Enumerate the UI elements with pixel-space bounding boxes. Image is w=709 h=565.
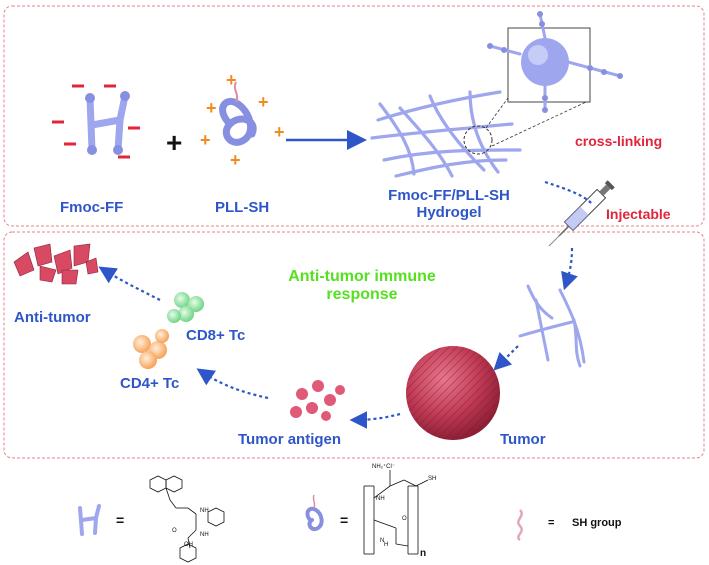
fmoc-ff-label: Fmoc-FF: [60, 199, 124, 216]
bottom-panel: [3, 231, 705, 459]
fmoc-ff-structure-labels: NH NH O OH: [172, 508, 209, 548]
tumor-fragments-icon: [13, 243, 99, 285]
svg-text:+: +: [274, 122, 285, 142]
antigen-icon: [290, 380, 345, 421]
svg-text:O: O: [402, 516, 407, 522]
svg-text:NH: NH: [200, 532, 209, 538]
svg-text:NH: NH: [376, 496, 385, 502]
anti-tumor-label: Anti-tumor: [14, 309, 91, 326]
cd4-t-cell-icon: [133, 329, 169, 369]
svg-text:NH: NH: [200, 508, 209, 514]
tumor-to-antigen-arrow: [349, 411, 401, 429]
legend-equals-1: =: [116, 512, 125, 528]
cd8-t-cell-icon: [167, 292, 204, 323]
hydrogel-label: Fmoc-FF/PLL-SH Hydrogel: [388, 187, 510, 221]
pll-sh-molecule-icon: + + + + + +: [200, 70, 285, 170]
immune-response-label: Anti-tumor immune response: [288, 268, 436, 303]
legend-fmoc-icon: [78, 504, 101, 536]
antigen-to-tcell-arrow: [196, 368, 269, 400]
svg-text:+: +: [200, 130, 211, 150]
svg-text:O: O: [172, 528, 177, 534]
injected-hydrogel-icon: [518, 284, 586, 368]
plus-sign: +: [166, 127, 183, 158]
fmoc-ff-molecule-icon: [52, 84, 140, 159]
svg-text:+: +: [226, 70, 237, 90]
syringe-icon: [548, 180, 615, 247]
top-panel: [3, 5, 705, 227]
tcell-to-antitumor-arrow: [98, 266, 161, 301]
pll-sh-structure-labels: NH₂⁺Cl⁻ SH NH O H N n: [372, 463, 436, 559]
legend-pll-icon: [305, 494, 324, 531]
svg-text:H: H: [384, 542, 388, 548]
legend-equals-3: =: [548, 517, 555, 529]
inject-arrow-1: [544, 180, 593, 205]
inject-arrow-2: [561, 247, 578, 291]
pll-sh-label: PLL-SH: [215, 199, 270, 216]
pll-sh-structure: [363, 470, 429, 555]
tumor-antigen-label: Tumor antigen: [238, 431, 342, 448]
svg-text:N: N: [380, 538, 384, 544]
svg-text:NH₂⁺Cl⁻: NH₂⁺Cl⁻: [372, 463, 395, 470]
crosslink-detail-icon: [487, 11, 623, 113]
cd8-label: CD8+ Tc: [186, 327, 246, 344]
svg-text:+: +: [230, 150, 241, 170]
crosslink-zoom-circle: [463, 125, 493, 155]
svg-text:SH: SH: [428, 476, 436, 482]
svg-text:n: n: [420, 548, 426, 559]
cd4-label: CD4+ Tc: [120, 375, 180, 392]
gel-to-tumor-arrow: [493, 345, 519, 371]
tumor-label: Tumor: [500, 431, 546, 448]
cross-linking-label: cross-linking: [575, 133, 663, 149]
tumor-icon: [406, 346, 500, 440]
legend-equals-2: =: [340, 512, 349, 528]
hydrogel-network-icon: [370, 90, 522, 178]
sh-group-label: SH group: [572, 517, 622, 529]
svg-text:+: +: [206, 98, 217, 118]
injectable-label: Injectable: [606, 206, 671, 222]
fmoc-ff-structure: [149, 475, 225, 563]
sh-group-icon: [517, 509, 523, 542]
svg-text:+: +: [258, 92, 269, 112]
svg-text:OH: OH: [184, 542, 193, 548]
